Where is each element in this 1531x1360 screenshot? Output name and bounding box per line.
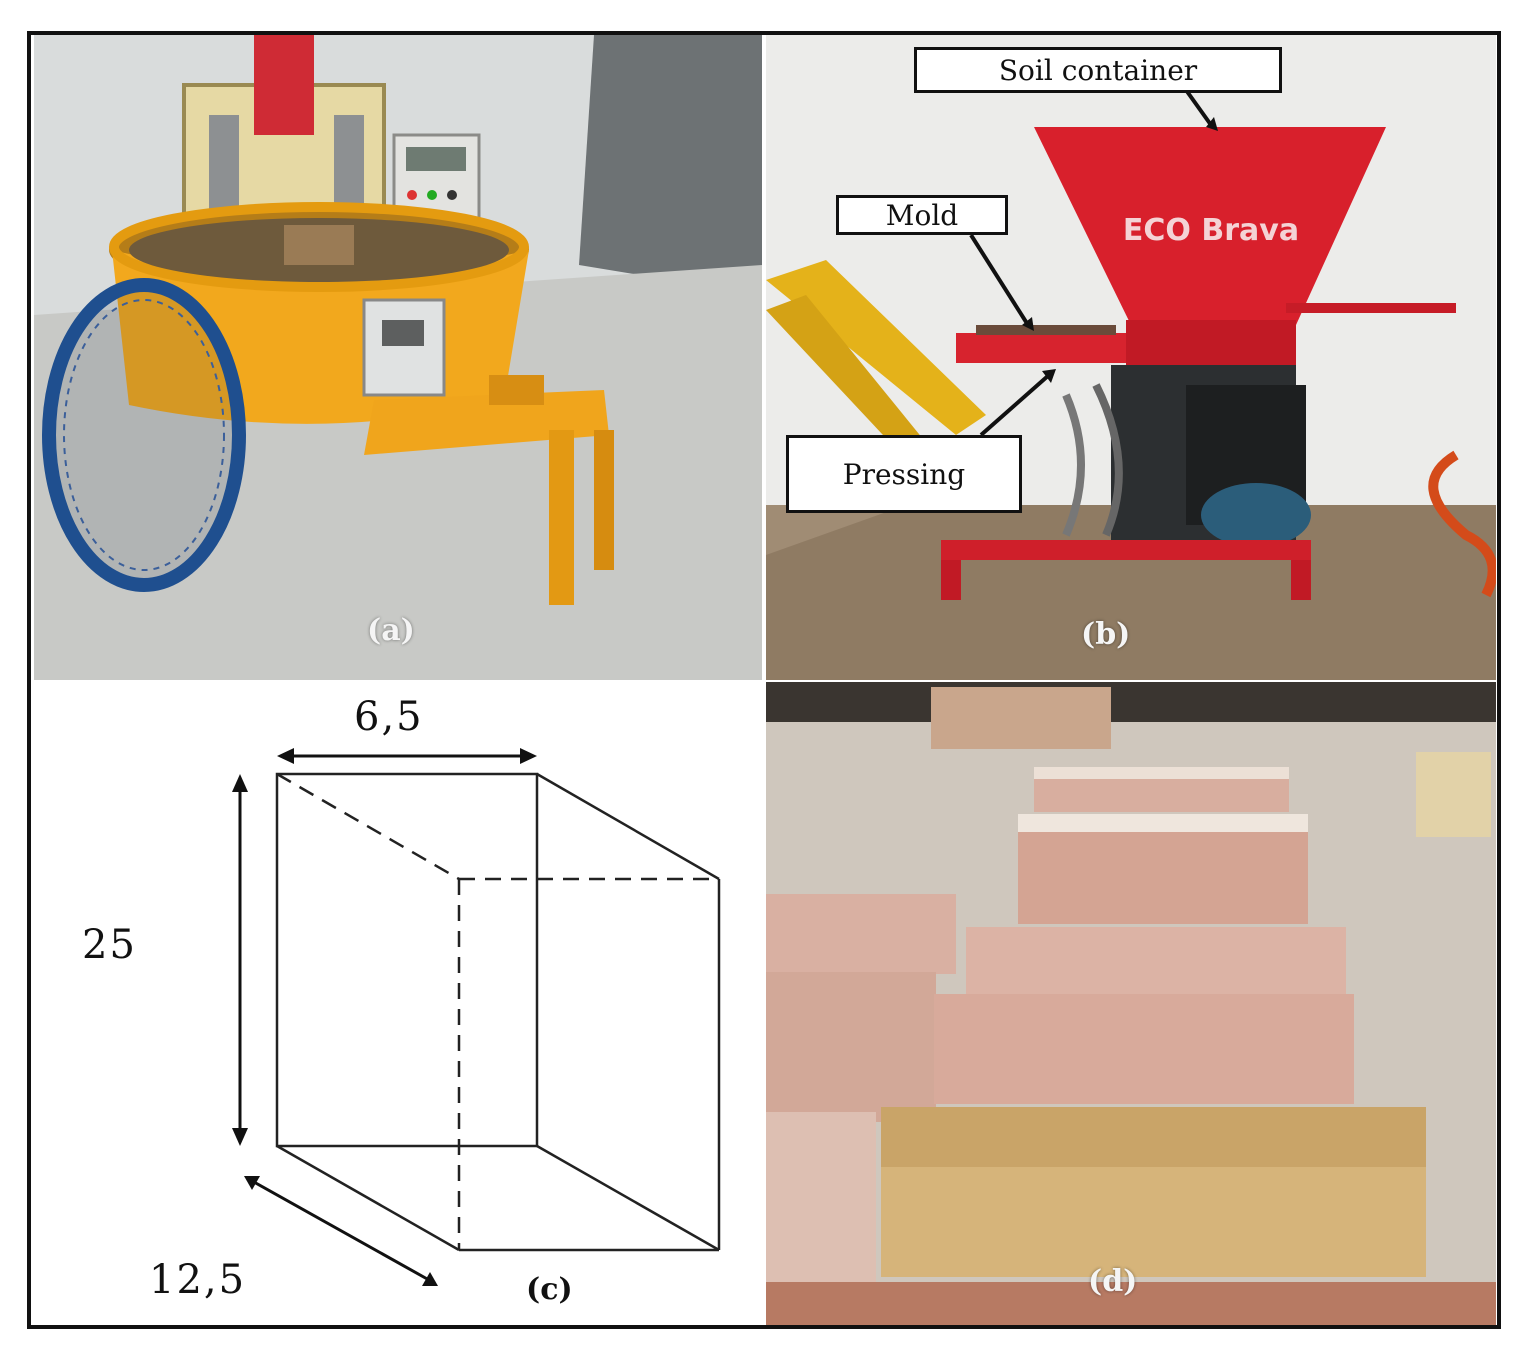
- pressing-callout: Pressing: [786, 435, 1022, 513]
- soil-container-callout: Soil container: [914, 47, 1282, 93]
- height-dimension-label: 25: [82, 922, 137, 968]
- panel-b-label: (b): [1081, 617, 1131, 652]
- panel-d-bricks-photo: (d): [766, 682, 1496, 1325]
- width-dimension-label: 6,5: [354, 694, 424, 740]
- soil-container-arrow: [1184, 88, 1213, 127]
- mold-callout: Mold: [836, 195, 1008, 235]
- brick-front-face: [275, 772, 539, 1148]
- panel-b-press-machine-photo: ECO Brava Soil container Mold Pressing (…: [766, 35, 1496, 680]
- brick-hidden-edges: [276, 772, 719, 1250]
- panel-c-dimension-diagram: 6,5 25 12,5 (c): [34, 682, 762, 1325]
- depth-dimension-label: 12,5: [149, 1257, 247, 1303]
- machine-brand-text: ECO Brava: [1123, 213, 1299, 248]
- press-machine-illustration: ECO Brava: [766, 35, 1496, 680]
- brick-diagram: [232, 748, 721, 1286]
- mold-arrow: [969, 233, 1030, 327]
- bricks-illustration: [766, 682, 1496, 1325]
- brick-stack: [766, 752, 1491, 1282]
- panel-d-label: (d): [1088, 1264, 1138, 1299]
- panel-a-label: (a): [367, 613, 415, 648]
- depth-dimension-arrow: [253, 1180, 430, 1282]
- mixer-illustration: [34, 35, 762, 680]
- panel-a-mixer-photo: (a): [34, 35, 762, 680]
- panel-c-label: (c): [526, 1272, 573, 1307]
- pressing-arrow: [979, 373, 1051, 437]
